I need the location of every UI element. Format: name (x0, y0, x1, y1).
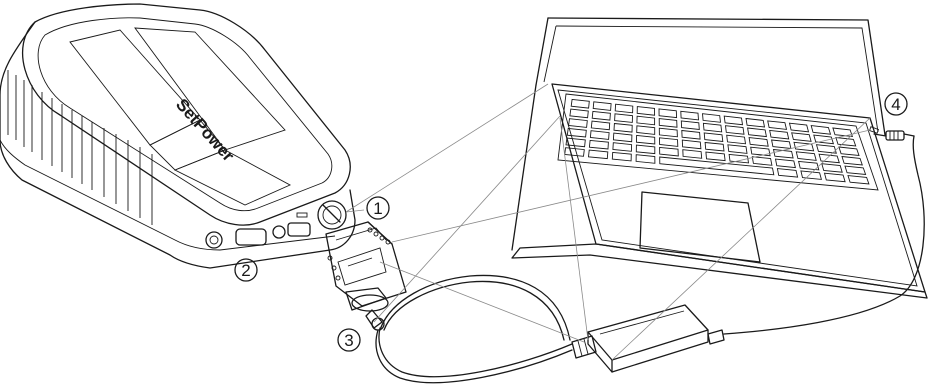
keyboard-key (659, 109, 677, 118)
cable-icon (376, 136, 924, 383)
power-station-icon: SetPower (0, 4, 355, 268)
keyboard-key (749, 138, 768, 147)
keyboard-key (772, 140, 791, 149)
keyboard-key (801, 171, 822, 180)
keyboard-key (729, 154, 748, 163)
keyboard-key (637, 107, 654, 116)
keyboard-key (637, 116, 655, 125)
callout-1: 1 (367, 197, 389, 219)
keyboard-key (591, 121, 609, 130)
keyboard-key (660, 147, 679, 156)
keyboard-key (590, 131, 609, 140)
callout-3: 3 (338, 329, 360, 351)
keyboard-key (637, 126, 655, 135)
keyboard-key (770, 130, 789, 139)
keyboard-key (566, 138, 585, 147)
keyboard-key (776, 159, 796, 168)
dc-plug-icon (874, 131, 914, 140)
keyboard-key (839, 147, 859, 156)
keyboard-key (589, 150, 608, 159)
brand-label: SetPower (172, 95, 238, 166)
keyboard-key (705, 143, 724, 152)
keyboard-key (569, 119, 588, 128)
keyboard-key (836, 138, 856, 147)
keyboard-key (615, 114, 633, 123)
keyboard-key (570, 109, 588, 118)
keyboard-key (727, 135, 746, 144)
keyboard-key (659, 119, 677, 128)
keyboard-key (819, 154, 839, 163)
keyboard-key (592, 111, 610, 120)
keyboard-key (726, 126, 745, 135)
keyboard-key (682, 131, 700, 140)
keyboard-key (613, 143, 632, 152)
keyboard-key (683, 150, 702, 159)
keyboard-key (615, 104, 633, 113)
keyboard-key (746, 119, 765, 128)
keyboard-key (704, 133, 723, 142)
keyboard-key (613, 133, 632, 142)
keyboard-key (681, 121, 699, 130)
car-socket-adapter-icon (318, 201, 406, 330)
keyboard-key (845, 166, 866, 174)
laptop-icon (512, 18, 927, 298)
keyboard-key (822, 164, 842, 173)
callout-2-label: 2 (241, 261, 250, 280)
keyboard-key (724, 116, 742, 125)
trackpad-icon (640, 192, 760, 262)
keyboard-key (768, 121, 787, 129)
callout-4-label: 4 (891, 95, 900, 114)
keyboard-key (792, 133, 811, 142)
callout-3-label: 3 (344, 331, 353, 350)
keyboard-key (848, 176, 869, 184)
keyboard-icon (565, 99, 869, 184)
keyboard-key (682, 140, 701, 149)
keyboard-key (790, 123, 809, 132)
keyboard-key (728, 145, 747, 154)
keyboard-key (589, 140, 608, 149)
keyboard-key (636, 155, 655, 164)
keyboard-key (706, 152, 725, 161)
keyboard-key (774, 150, 794, 159)
keyboard-key (637, 135, 655, 144)
keyboard-key (748, 128, 767, 137)
callout-4: 4 (885, 93, 907, 115)
keyboard-key (571, 99, 589, 108)
keyboard-key (681, 111, 699, 120)
keyboard-key (811, 126, 830, 135)
callout-2: 2 (235, 259, 257, 281)
keyboard-key (825, 173, 846, 182)
keyboard-key (659, 128, 677, 137)
leader-lines (346, 84, 870, 360)
keyboard-key (752, 157, 772, 166)
keyboard-key (703, 114, 721, 123)
keyboard-key (636, 145, 655, 154)
keyboard-key (833, 128, 853, 137)
keyboard-key (612, 152, 631, 161)
keyboard-key (614, 124, 632, 133)
keyboard-key (660, 138, 678, 147)
keyboard-key (796, 152, 816, 161)
keyboard-key (703, 123, 721, 132)
power-adapter-brick-icon (572, 305, 724, 372)
callout-1-label: 1 (373, 199, 382, 218)
keyboard-key (593, 102, 611, 111)
keyboard-key (842, 157, 862, 166)
keyboard-key (777, 169, 797, 178)
keyboard-key (565, 148, 585, 157)
